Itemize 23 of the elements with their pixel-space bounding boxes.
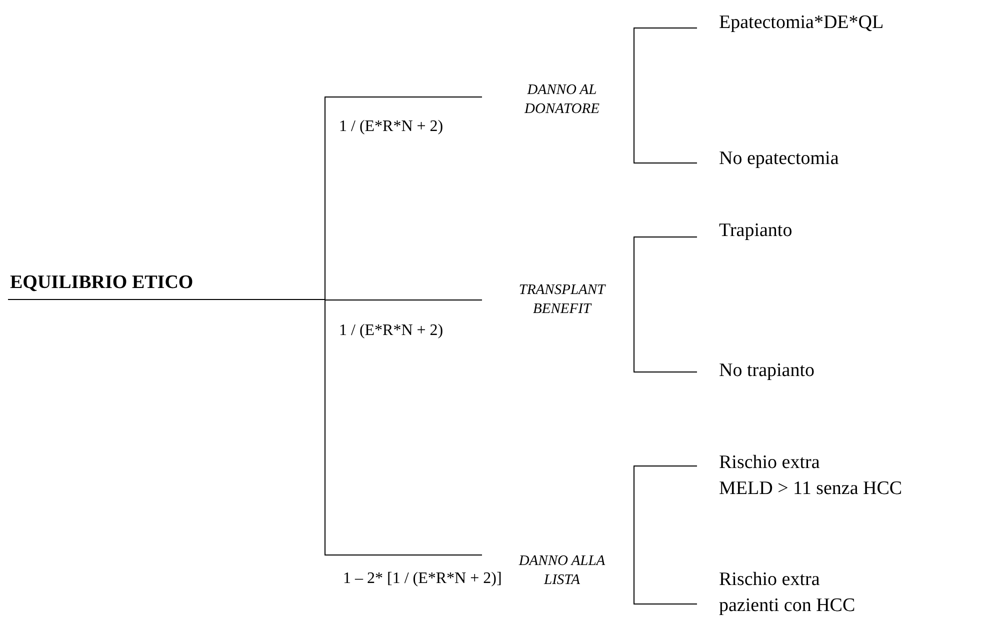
root-label: EQUILIBRIO ETICO	[10, 271, 194, 296]
outcome-label: MELD > 11 senza HCC	[719, 476, 904, 501]
connector-line	[324, 300, 482, 556]
outcome-label: No epatectomia	[719, 147, 840, 171]
branch-label: TRANSPLANT BENEFIT	[518, 281, 607, 319]
outcome-label: Rischio extra	[719, 451, 821, 475]
connector-line	[634, 236, 698, 300]
outcome-label: pazienti con HCC	[719, 594, 856, 618]
branch-label: DANNO ALLA LISTA	[518, 552, 606, 590]
outcome-label: Epatectomia*DE*QL	[719, 11, 885, 35]
edge-label: 1 – 2* [1 / (E*R*N + 2)]	[342, 570, 503, 588]
connector-line	[634, 96, 698, 164]
connector-line	[634, 466, 698, 556]
connector-line	[634, 300, 698, 372]
connector-line	[324, 96, 482, 300]
connector-line	[634, 554, 698, 604]
outcome-label: No trapianto	[719, 359, 816, 383]
outcome-label: Rischio extra	[719, 568, 821, 592]
connector-line	[634, 28, 698, 98]
outcome-label: Trapianto	[719, 219, 794, 243]
branch-label: DANNO AL DONATORE	[523, 81, 600, 119]
edge-label: 1 / (E*R*N + 2)	[338, 118, 444, 136]
edge-label: 1 / (E*R*N + 2)	[338, 322, 444, 340]
